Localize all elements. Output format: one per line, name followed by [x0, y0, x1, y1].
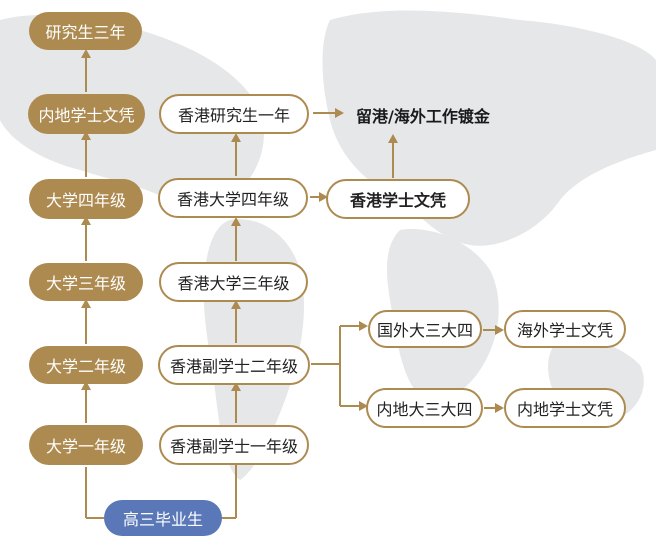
- mainland-year2-box: 大学二年级: [29, 346, 143, 384]
- mainland-degree-box: 内地学士文凭: [28, 94, 145, 134]
- mainland-year4-box: 大学四年级: [29, 179, 143, 219]
- hk-year4-box: 香港大学四年级: [158, 178, 308, 218]
- mainland-branch-study-box: 内地大三大四: [366, 388, 483, 428]
- hk-degree-box: 香港学士文凭: [326, 179, 470, 219]
- hk-associate2-box: 香港副学士二年级: [158, 345, 310, 385]
- mainland-year1-box: 大学一年级: [29, 425, 143, 465]
- hk-associate1-box: 香港副学士一年级: [159, 425, 309, 465]
- mainland-year3-box: 大学三年级: [29, 263, 143, 301]
- hk-year3-box: 香港大学三年级: [159, 262, 308, 302]
- overseas-study-box: 国外大三大四: [368, 310, 482, 348]
- mainland-branch-degree-box: 内地学士文凭: [504, 388, 626, 428]
- start-node: 高三毕业生: [104, 500, 222, 536]
- hk-postgrad-box: 香港研究生一年: [159, 94, 309, 134]
- mainland-postgrad-box: 研究生三年: [29, 12, 142, 50]
- overseas-degree-box: 海外学士文凭: [504, 310, 626, 348]
- hk-outcome-label: 留港/海外工作镀金: [356, 107, 490, 126]
